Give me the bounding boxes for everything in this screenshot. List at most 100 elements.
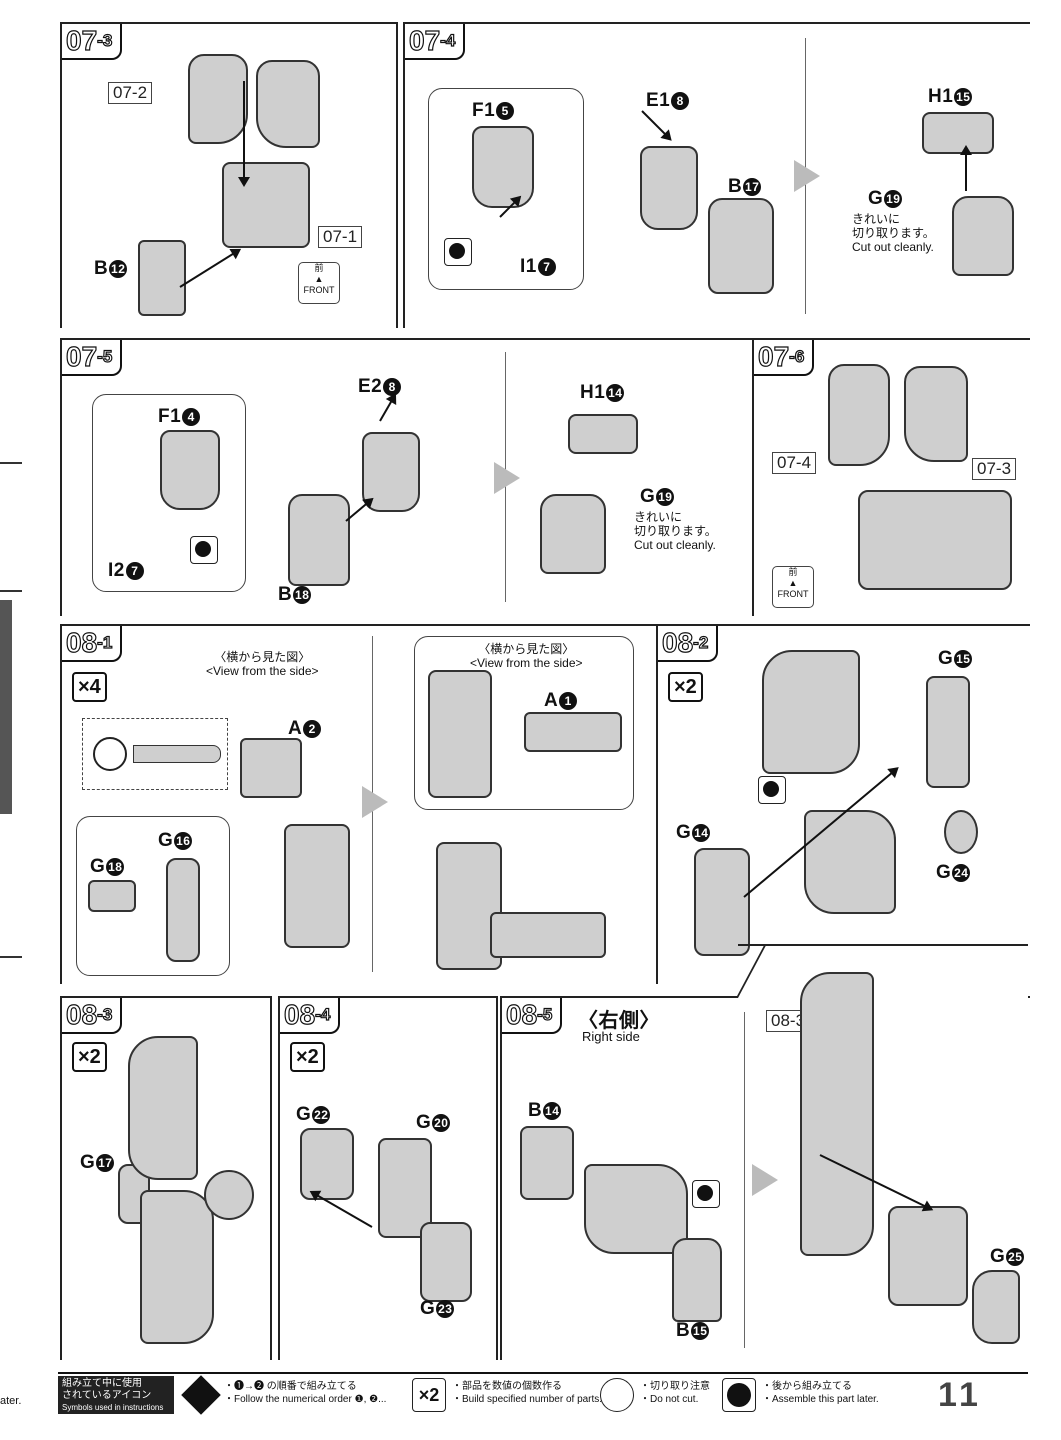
assembly-arrow — [965, 147, 967, 191]
part-A2 — [240, 738, 302, 798]
assembly-arrow — [243, 81, 245, 185]
step-08-1-label: 08-1 — [62, 626, 123, 662]
part-B12 — [138, 240, 186, 316]
step-07-3-label: 07-3 — [62, 24, 123, 60]
left-page-divider — [0, 462, 22, 464]
left-page-image-edge — [0, 600, 12, 814]
legend-order-text: ・❶→❷ の順番で組み立てる・Follow the numerical orde… — [224, 1381, 387, 1405]
step-07-6-label: 07-6 — [754, 340, 815, 376]
part-G15 — [926, 676, 970, 788]
step-08-4-label: 08-4 — [280, 998, 341, 1034]
joint-part — [204, 1170, 254, 1220]
part-G25 — [972, 1270, 1020, 1344]
cut-detail-icon — [190, 536, 218, 564]
part-G18 — [88, 880, 136, 912]
part-F1-4 — [160, 430, 220, 510]
right-side-caption: Right side — [582, 1029, 640, 1044]
quantity-badge: ×4 — [72, 672, 107, 702]
torso-frame-part — [222, 162, 310, 248]
do-not-cut-icon — [93, 737, 127, 771]
panel-corner-mask — [738, 996, 1028, 998]
step-07-3-panel — [60, 22, 398, 328]
wing-blade-lower-part — [140, 1190, 214, 1344]
part-G22 — [300, 1128, 354, 1200]
leg-assembly-part — [888, 1206, 968, 1306]
assemble-later-icon — [722, 1378, 756, 1412]
leg-frame-part — [804, 810, 896, 914]
step-08-5-label: 08-5 — [502, 998, 563, 1034]
next-stage-arrow — [794, 160, 820, 192]
wing-blade-assembly-part — [800, 972, 874, 1256]
step-07-5-label: 07-5 — [62, 340, 123, 376]
leg-frame-part — [284, 824, 350, 948]
arm-block-part — [640, 146, 698, 230]
right-side-title: 〈右側〉 — [578, 1010, 660, 1032]
legend-quantity-text: ・部品を数値の個数作る・Build specified number of pa… — [452, 1381, 603, 1405]
cut-cleanly-note: きれいに切り取ります。Cut out cleanly. — [634, 510, 717, 552]
left-arm-armor-part — [828, 364, 890, 466]
legend-do-not-cut-text: ・切り取り注意・Do not cut. — [640, 1381, 710, 1405]
part-B15 — [672, 1238, 722, 1322]
part-G16 — [166, 858, 200, 962]
step-08-4-panel — [278, 996, 498, 1360]
torso-assembly-part — [858, 490, 1012, 590]
view-from-side-caption: 〈横から見た図〉<View from the side> — [206, 650, 319, 678]
sub-step-divider — [744, 1012, 745, 1348]
ref-08-3: 08-3 — [766, 1010, 811, 1032]
next-stage-arrow — [362, 786, 388, 818]
step-08-3-panel — [60, 996, 272, 1360]
view-from-side-caption: 〈横から見た図〉<View from the side> — [470, 642, 583, 670]
next-stage-arrow — [752, 1164, 778, 1196]
step-07-6-panel — [752, 338, 1030, 616]
front-indicator: 前▲FRONT — [298, 262, 340, 304]
left-page-divider — [0, 956, 22, 958]
step-08-3-label: 08-3 — [62, 998, 123, 1034]
ref-07-4: 07-4 — [772, 452, 817, 474]
quantity-badge: ×2 — [668, 672, 703, 702]
assemble-later-icon — [758, 776, 786, 804]
panel-top-edge — [738, 944, 1028, 946]
left-page-text: ater. — [0, 1395, 22, 1407]
part-G20 — [378, 1138, 432, 1238]
left-page-divider — [0, 590, 22, 592]
part-B18 — [288, 494, 350, 586]
part-H1-15 — [922, 112, 994, 154]
blade-tip-part — [133, 745, 221, 763]
part-B17 — [708, 198, 774, 294]
part-A1 — [524, 712, 622, 752]
cut-cleanly-note: きれいに切り取ります。Cut out cleanly. — [852, 212, 935, 254]
shoulder-armor-right-part — [256, 60, 320, 148]
armor-block-part — [952, 196, 1014, 276]
symbol-legend-footer: 組み立て中に使用 されているアイコン Symbols used in instr… — [58, 1372, 1028, 1416]
leg-frame-part — [762, 650, 860, 774]
part-H1-14 — [568, 414, 638, 454]
quantity-badge: ×2 — [290, 1042, 325, 1072]
shoulder-armor-left-part — [188, 54, 248, 144]
legend-title: 組み立て中に使用 されているアイコン Symbols used in instr… — [58, 1376, 174, 1414]
quantity-badge: ×2 — [72, 1042, 107, 1072]
legend-assemble-later-text: ・後から組み立てる・Assemble this part later. — [762, 1381, 879, 1405]
part-G14 — [694, 848, 750, 956]
leg-assembly-part — [584, 1164, 688, 1254]
armor-block-part — [540, 494, 606, 574]
step-08-2-panel — [656, 624, 1030, 984]
quantity-icon: ×2 — [412, 1378, 446, 1412]
